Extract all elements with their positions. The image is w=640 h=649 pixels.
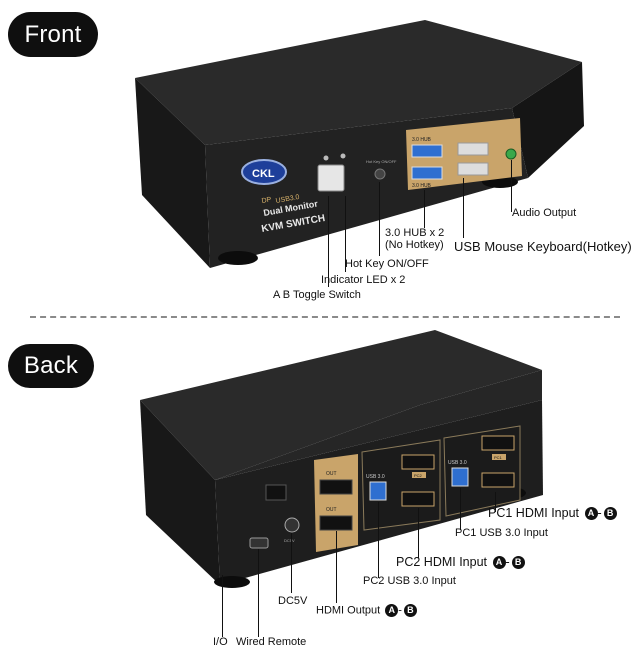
pc1-badge [492,454,506,460]
callout-line-hub [424,190,425,228]
callout-line-pc2-hdmi [418,508,419,558]
pc2-badge [412,472,426,478]
wired-remote-label: Wired Remote [236,636,307,648]
callout-line-pc2-usb [378,502,379,578]
pc1-hdmi-port-2 [481,472,515,488]
back-section-label: Back [23,352,79,379]
keyboard-usb-port [457,162,489,176]
dc5v-small-label: DC5V [284,538,295,543]
input-a-badge: A [584,507,598,521]
brand-logo-text: CKL [252,168,275,180]
callout-line-io [222,575,223,637]
back-chassis-top [140,330,542,480]
hdmi-output-text: HDMI Output [316,604,381,617]
back-chassis-left [140,400,220,585]
hdmi-output-label: HDMI Output A-B [316,604,417,617]
dc5v-label: DC5V [278,595,308,607]
hot-key-button-icon [374,168,386,180]
dc5v-jack-icon [284,517,300,533]
back-chassis-top-edge [215,370,542,480]
pc1-usb-port [451,467,469,487]
io-label: I/O [213,636,228,648]
front-foot-left [218,251,258,265]
model-line-1: DP [261,196,272,205]
pc1-hdmi-port-1 [481,435,515,451]
hub-usb-port-2 [411,166,443,180]
model-line-2: USB3.0 [275,194,300,205]
hot-key-small-label: Hot Key ON/OFF [366,159,397,164]
hub-label-line2: (No Hotkey) [385,239,444,251]
front-device-photo: CKL DP USB3.0 Dual Monitor KVM SWITCH 3.… [135,20,584,268]
pc1-hdmi-input-text: PC1 HDMI Input [488,506,580,520]
wired-remote-port [249,537,269,549]
hdmi-out-port-1 [319,479,353,495]
callout-line-toggle [328,196,329,287]
front-chassis-right [512,62,584,178]
front-section-label: Front [24,20,82,48]
brand-logo-icon [241,159,287,185]
pc2-hdmi-port-1 [401,454,435,470]
pc2-badge-label: PC2 [414,473,423,478]
input-a-badge: A [492,556,506,570]
indicator-led-label: Indicator LED x 2 [321,274,406,286]
pc2-usb-port [369,481,387,501]
hdmi-out-port-2 [319,515,353,531]
callout-line-audio [511,160,512,212]
pc1-usb-input-label: PC1 USB 3.0 Input [455,527,548,539]
audio-output-label: Audio Output [512,207,577,219]
pc2-hdmi-port-2 [401,491,435,507]
section-divider [30,316,620,318]
callout-line-dc5v [291,533,292,593]
input-b-badge: B [603,507,617,521]
hub-port-label-2: 3.0 HUB [412,183,432,189]
callout-line-hdmi-out [336,531,337,603]
front-chassis-left [135,78,210,268]
badge-dash: - [597,506,602,520]
hub-port-label-1: 3.0 HUB [412,137,432,143]
pc2-usb-port-label: USB 3.0 [366,474,385,480]
front-chassis-top [135,20,582,145]
hdmi-out-label-2: OUT [326,507,337,513]
callout-line-usb-mk [463,178,464,238]
output-b-badge: B [403,604,417,617]
input-b-badge: B [511,556,525,570]
mouse-usb-port [457,142,489,156]
front-section-badge: Front [8,12,98,57]
pc1-hdmi-input-label: PC1 HDMI Input A-B [488,506,617,521]
led-2-icon [340,153,346,159]
pc2-hdmi-input-text: PC2 HDMI Input [396,555,488,569]
led-1-icon [323,155,329,161]
pc1-badge-label: PC1 [494,455,503,460]
hub-usb-port-1 [411,144,443,158]
back-foot-left [214,576,250,588]
badge-dash: - [505,555,510,569]
pc1-usb-port-label: USB 3.0 [448,460,467,466]
callout-line-pc1-hdmi [495,492,496,512]
usb-mouse-keyboard-label: USB Mouse Keyboard(Hotkey) [454,239,632,254]
pc2-hdmi-input-label: PC2 HDMI Input A-B [396,555,525,570]
callout-line-wired-remote [258,549,259,637]
audio-jack-icon [505,148,517,160]
pc2-usb-input-label: PC2 USB 3.0 Input [363,575,456,587]
back-device-photo: OUT OUT USB 3.0 PC2 USB 3.0 PC1 DC5V [140,330,543,588]
hot-key-label: Hot Key ON/OFF [345,258,429,270]
badge-dash: - [398,604,402,617]
callout-line-led [345,196,346,272]
output-a-badge: A [385,604,399,617]
back-section-badge: Back [8,344,94,388]
ab-toggle-label: A B Toggle Switch [273,289,361,301]
callout-line-hotkey [379,182,380,256]
hdmi-out-label-1: OUT [326,471,337,477]
ab-toggle-button [317,164,345,192]
callout-line-pc1-usb [460,488,461,530]
io-switch [265,484,287,501]
hub-label-line1: 3.0 HUB x 2 [385,227,445,239]
